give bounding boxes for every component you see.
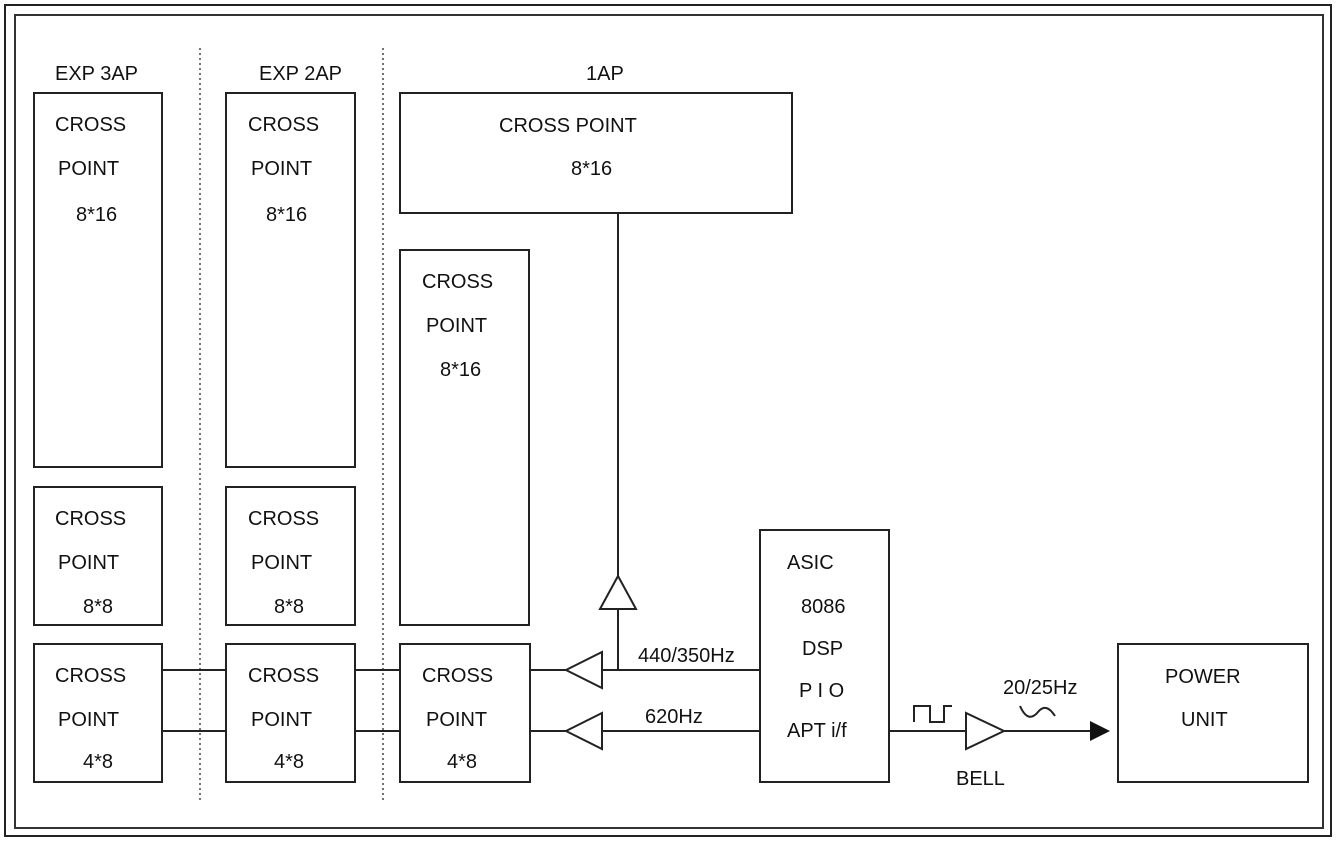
buffer-triangle-up	[598, 573, 638, 610]
box-line: CROSS	[55, 114, 127, 136]
arrow-to-power-icon	[1090, 721, 1110, 741]
exp3-crosspoint-4x8: CROSS POINT 4*8	[33, 643, 163, 783]
box-line: CROSS	[248, 508, 320, 530]
box-line: POINT	[426, 709, 488, 731]
asic-line: APT i/f	[787, 720, 847, 742]
ap1-crosspoint-mid-8x16: CROSS POINT 8*16	[399, 249, 530, 626]
exp2-crosspoint-8x16: CROSS POINT 8*16	[225, 92, 356, 468]
box-line: CROSS	[248, 114, 320, 136]
box-line: CROSS	[422, 271, 494, 293]
box-line: POINT	[251, 709, 313, 731]
box-line: CROSS	[248, 665, 320, 687]
box-line: 8*8	[274, 596, 305, 618]
column-header-1ap: 1AP	[586, 63, 624, 85]
box-line: POINT	[58, 158, 120, 180]
box-line: 4*8	[274, 751, 305, 773]
asic-block: ASIC 8086 DSP P I O APT i/f	[759, 529, 890, 783]
box-line: 8*16	[266, 204, 308, 226]
box-line: POINT	[58, 709, 120, 731]
box-line: 8*16	[440, 359, 482, 381]
power-line: UNIT	[1181, 709, 1228, 731]
box-line: POINT	[426, 315, 488, 337]
box-line: POINT	[58, 552, 120, 574]
buffer-triangle-620	[563, 711, 603, 751]
ap1-crosspoint-top-8x16: CROSS POINT 8*16	[399, 92, 793, 214]
exp2-crosspoint-8x8: CROSS POINT 8*8	[225, 486, 356, 626]
box-line: CROSS POINT	[499, 115, 637, 137]
box-line: 8*16	[76, 204, 118, 226]
exp2-crosspoint-4x8: CROSS POINT 4*8	[225, 643, 356, 783]
box-line: POINT	[251, 552, 313, 574]
asic-line: DSP	[802, 638, 844, 660]
box-line: CROSS	[55, 665, 127, 687]
box-line: CROSS	[55, 508, 127, 530]
sine-wave-icon	[1019, 705, 1056, 718]
box-line: CROSS	[422, 665, 494, 687]
square-wave-icon	[913, 705, 952, 723]
signal-label-20-25hz: 20/25Hz	[1003, 677, 1078, 699]
power-unit-block: POWER UNIT	[1117, 643, 1309, 783]
asic-line: ASIC	[787, 552, 834, 574]
signal-label-620hz: 620Hz	[645, 706, 703, 728]
signal-label-bell: BELL	[956, 768, 1005, 790]
exp3-crosspoint-8x16: CROSS POINT 8*16	[33, 92, 163, 468]
box-line: POINT	[251, 158, 313, 180]
bell-amplifier-triangle	[965, 711, 1007, 751]
column-header-exp3: EXP 3AP	[55, 63, 139, 85]
exp3-crosspoint-8x8: CROSS POINT 8*8	[33, 486, 163, 626]
asic-line: 8086	[801, 596, 846, 618]
box-line: 4*8	[83, 751, 114, 773]
box-line: 4*8	[447, 751, 478, 773]
ap1-crosspoint-4x8: CROSS POINT 4*8	[399, 643, 531, 783]
box-line: 8*16	[571, 158, 613, 180]
inner-frame	[14, 14, 1324, 829]
asic-line: P I O	[799, 680, 845, 702]
box-line: 8*8	[83, 596, 114, 618]
column-header-exp2: EXP 2AP	[259, 63, 343, 85]
power-line: POWER	[1165, 666, 1241, 688]
outer-frame	[4, 4, 1332, 837]
buffer-triangle-440	[563, 650, 603, 690]
signal-label-440-350hz: 440/350Hz	[638, 645, 735, 667]
